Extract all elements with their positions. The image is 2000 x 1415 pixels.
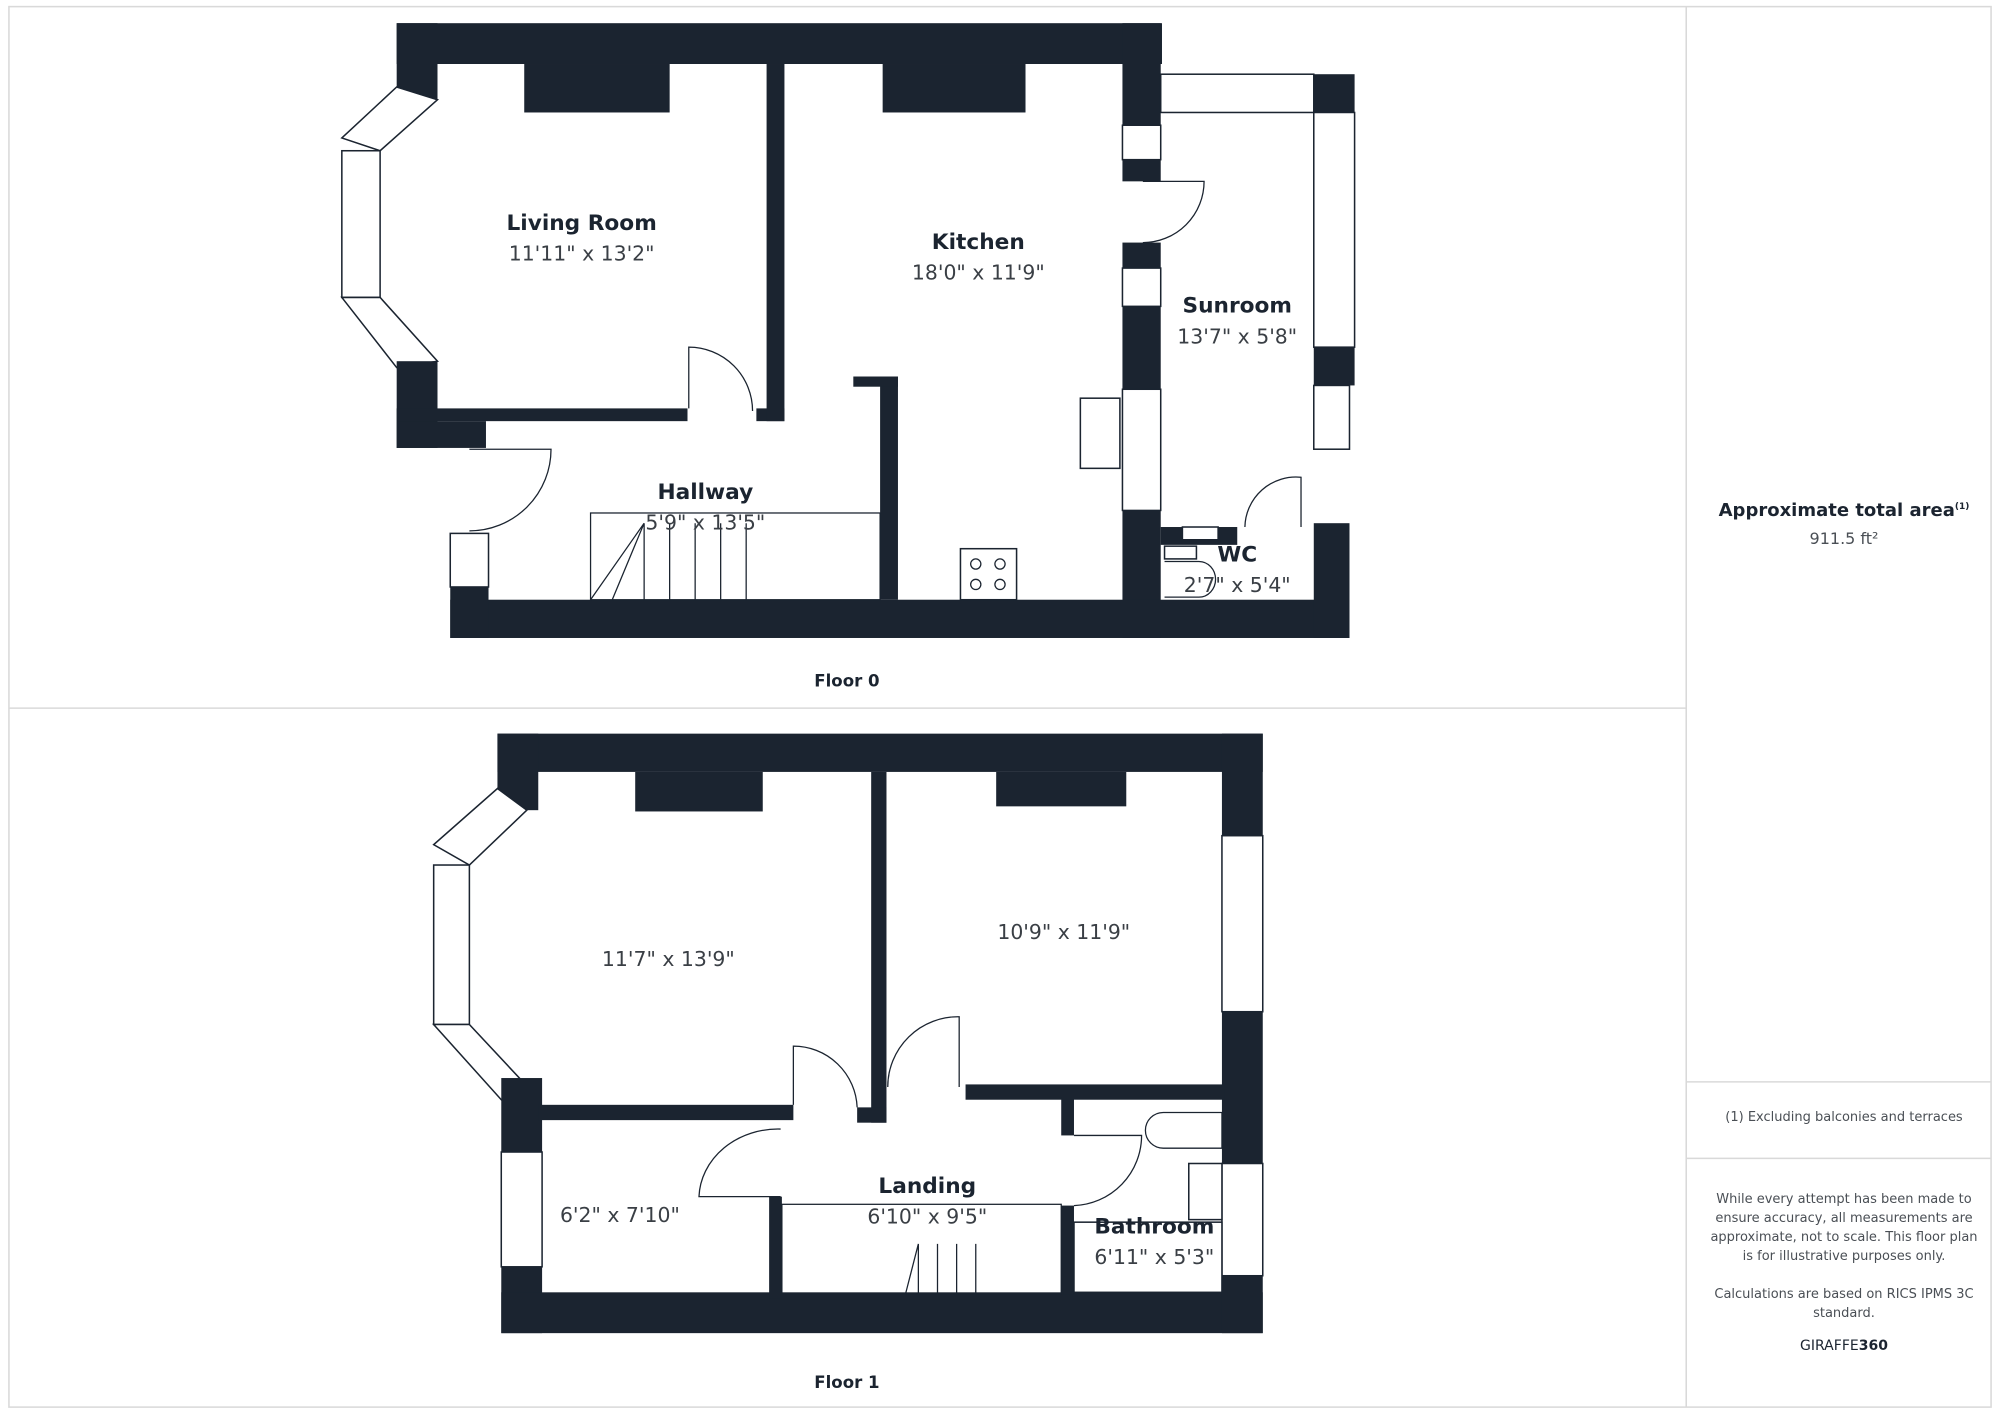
area-value: 911.5 ft² [1809, 529, 1879, 548]
room-size: 13'7" x 5'8" [1177, 324, 1297, 348]
room-size: 6'10" x 9'5" [867, 1204, 987, 1228]
floor-label: Floor 1 [814, 1373, 879, 1392]
room-size: 2'7" x 5'4" [1184, 573, 1291, 597]
room-size: 18'0" x 11'9" [912, 261, 1045, 285]
floor-label: Floor 0 [814, 671, 879, 690]
room-size: 10'9" x 11'9" [997, 920, 1130, 944]
area-title: Approximate total area [1718, 500, 1955, 521]
room-size: 11'7" x 13'9" [602, 947, 735, 971]
room-name: Landing [878, 1174, 976, 1199]
room-name: WC [1217, 542, 1257, 567]
room-size: 5'9" x 13'5" [645, 511, 765, 535]
room-name: Bathroom [1094, 1215, 1214, 1240]
disclaimer: While every attempt has been made to ens… [1710, 1192, 1978, 1264]
calc-note: Calculations are based on RICS IPMS 3C s… [1714, 1287, 1974, 1321]
room-name: Hallway [657, 480, 753, 505]
room-name: Sunroom [1182, 294, 1292, 319]
room-name: Kitchen [932, 230, 1025, 255]
footnote: (1) Excluding balconies and terraces [1725, 1110, 1963, 1125]
room-size: 6'11" x 5'3" [1094, 1245, 1214, 1269]
room-name: Living Room [506, 211, 656, 236]
brand-name: GIRAFFE [1800, 1338, 1859, 1354]
disclaimer-block: While every attempt has been made to ens… [1688, 1190, 2000, 1356]
room-size: 11'11" x 13'2" [509, 241, 655, 265]
brand-logo: GIRAFFE360 [1706, 1337, 1982, 1356]
frame [8, 5, 1992, 1408]
brand-number: 360 [1858, 1338, 1888, 1354]
floor-0-plan [340, 23, 1356, 638]
area-footnote-mark: (1) [1954, 502, 1970, 512]
area-summary: Approximate total area(1) 911.5 ft² [1688, 500, 2000, 548]
floor-1-plan [431, 733, 1264, 1334]
room-size: 6'2" x 7'10" [560, 1203, 680, 1227]
